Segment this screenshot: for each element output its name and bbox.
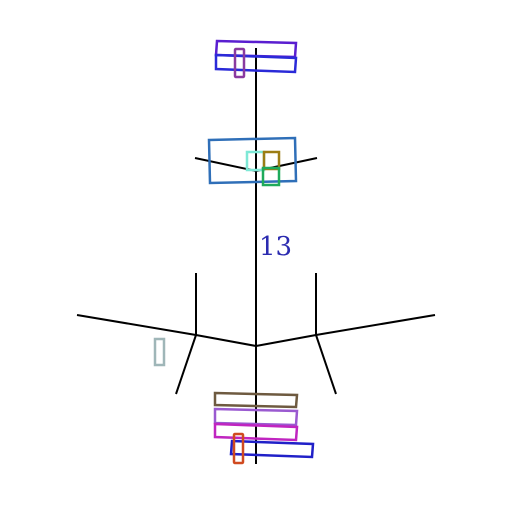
left-wing bbox=[76, 314, 197, 336]
right-wing bbox=[315, 314, 436, 336]
left-post-down bbox=[175, 334, 197, 395]
lower-left-arm bbox=[195, 334, 257, 347]
diagram-label: 13 bbox=[259, 232, 292, 262]
top-small-box bbox=[233, 47, 246, 79]
bottom-magenta-box bbox=[213, 422, 299, 442]
lower-right-arm bbox=[255, 334, 317, 347]
bottom-red-box bbox=[232, 432, 245, 465]
middle-green-box bbox=[261, 166, 281, 187]
bottom-brown-box bbox=[213, 391, 299, 409]
bottom-box-cluster bbox=[213, 391, 315, 465]
top-box-cluster bbox=[214, 39, 298, 79]
middle-large-box bbox=[207, 136, 298, 185]
bottom-lavender-box bbox=[213, 407, 299, 427]
top-box-lower bbox=[214, 53, 298, 74]
skeleton-lines bbox=[76, 48, 436, 464]
left-grey-box bbox=[153, 337, 166, 367]
right-post-down bbox=[315, 334, 337, 395]
middle-box-cluster bbox=[207, 136, 298, 187]
bottom-navy-box bbox=[229, 439, 315, 459]
